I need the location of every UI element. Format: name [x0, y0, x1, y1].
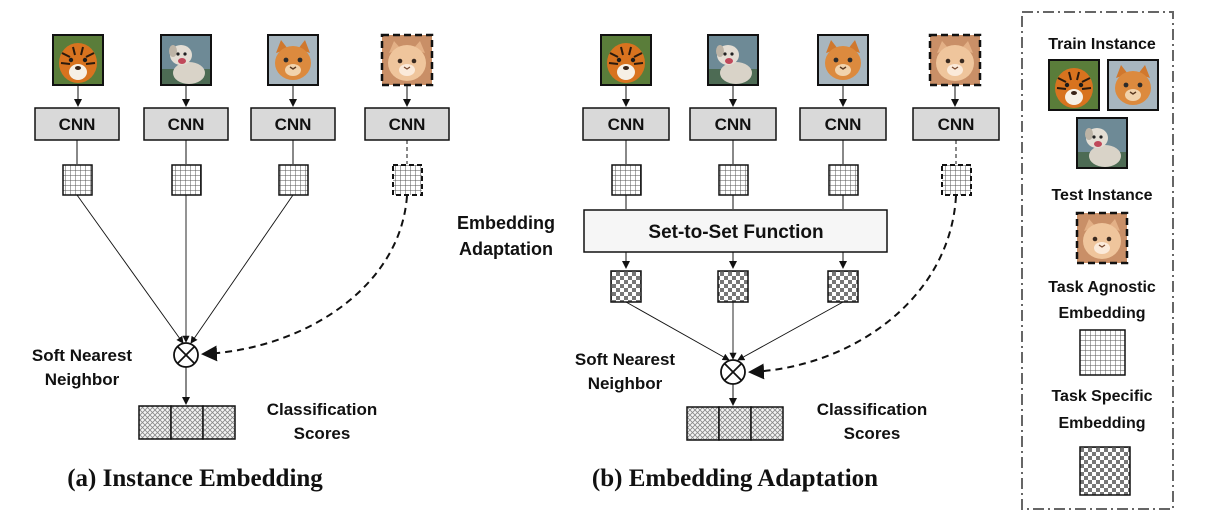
cnn-box: CNN [799, 107, 887, 141]
operator-label: Neighbor [45, 370, 120, 389]
agnostic-embedding [171, 164, 202, 196]
operator-label: Soft Nearest [575, 350, 675, 369]
scores-label: Scores [294, 424, 351, 443]
legend-cat-image [1107, 59, 1159, 111]
panel-b: CNN CNN CNN CNN Embedding Adaptation Set [457, 33, 1000, 492]
specific-embedding [827, 270, 859, 303]
legend-test-cat-image [1075, 211, 1129, 265]
svg-text:CNN: CNN [938, 115, 975, 134]
operator-label: Neighbor [588, 374, 663, 393]
classification-scores [686, 406, 784, 441]
specific-embedding [717, 270, 749, 303]
svg-text:CNN: CNN [168, 115, 205, 134]
svg-text:CNN: CNN [608, 115, 645, 134]
scores-label: Classification [267, 400, 378, 419]
test-cat-image [380, 33, 434, 87]
svg-text:CNN: CNN [59, 115, 96, 134]
legend-test-instance-label: Test Instance [1051, 187, 1152, 204]
svg-text:CNN: CNN [275, 115, 312, 134]
specific-embedding [610, 270, 642, 303]
dog-image [707, 34, 759, 86]
svg-text:CNN: CNN [715, 115, 752, 134]
cnn-box: CNN [582, 107, 670, 141]
cat-image [267, 34, 319, 86]
cnn-box: CNN [689, 107, 777, 141]
cnn-box: CNN [34, 107, 120, 141]
svg-text:Set-to-Set Function: Set-to-Set Function [648, 222, 823, 243]
adaptation-label: Embedding [457, 213, 555, 233]
svg-text:CNN: CNN [825, 115, 862, 134]
panel-a-caption: (a) Instance Embedding [67, 465, 323, 492]
cat-image [817, 34, 869, 86]
cnn-box: CNN [364, 107, 450, 141]
svg-text:CNN: CNN [389, 115, 426, 134]
legend-tiger-image [1048, 59, 1100, 111]
tiger-image [600, 34, 652, 86]
soft-nearest-neighbor-operator [720, 359, 746, 385]
legend-task-specific-label: Embedding [1058, 415, 1145, 432]
panel-b-caption: (b) Embedding Adaptation [592, 465, 878, 492]
legend-train-instance-label: Train Instance [1048, 36, 1156, 53]
agnostic-embedding [278, 164, 309, 196]
classification-scores [138, 405, 236, 440]
scores-label: Classification [817, 400, 928, 419]
dog-image [160, 34, 212, 86]
agnostic-embedding [611, 164, 642, 196]
legend-task-agnostic-embedding [1079, 329, 1126, 376]
operator-label: Soft Nearest [32, 346, 132, 365]
legend-task-agnostic-label: Task Agnostic [1048, 279, 1156, 296]
test-cat-image [928, 33, 982, 87]
set-to-set-function-box: Set-to-Set Function [583, 209, 888, 253]
agnostic-embedding [62, 164, 93, 196]
test-agnostic-embedding [941, 164, 972, 196]
tiger-image [52, 34, 104, 86]
legend-task-specific-label: Task Specific [1051, 388, 1152, 405]
scores-label: Scores [844, 424, 901, 443]
agnostic-embedding [828, 164, 859, 196]
cnn-box: CNN [250, 107, 336, 141]
agnostic-embedding [718, 164, 749, 196]
adaptation-label: Adaptation [459, 239, 553, 259]
test-agnostic-embedding [392, 164, 423, 196]
soft-nearest-neighbor-operator [173, 342, 199, 368]
cnn-box: CNN [912, 107, 1000, 141]
legend-task-specific-embedding [1079, 446, 1131, 496]
legend: Train Instance Test Instance Task Agnost… [1021, 11, 1174, 510]
legend-task-agnostic-label: Embedding [1058, 305, 1145, 322]
legend-frame [1021, 11, 1174, 510]
panel-a: CNN CNN CNN CNN [32, 33, 450, 492]
legend-dog-image [1076, 117, 1128, 169]
cnn-box: CNN [143, 107, 229, 141]
